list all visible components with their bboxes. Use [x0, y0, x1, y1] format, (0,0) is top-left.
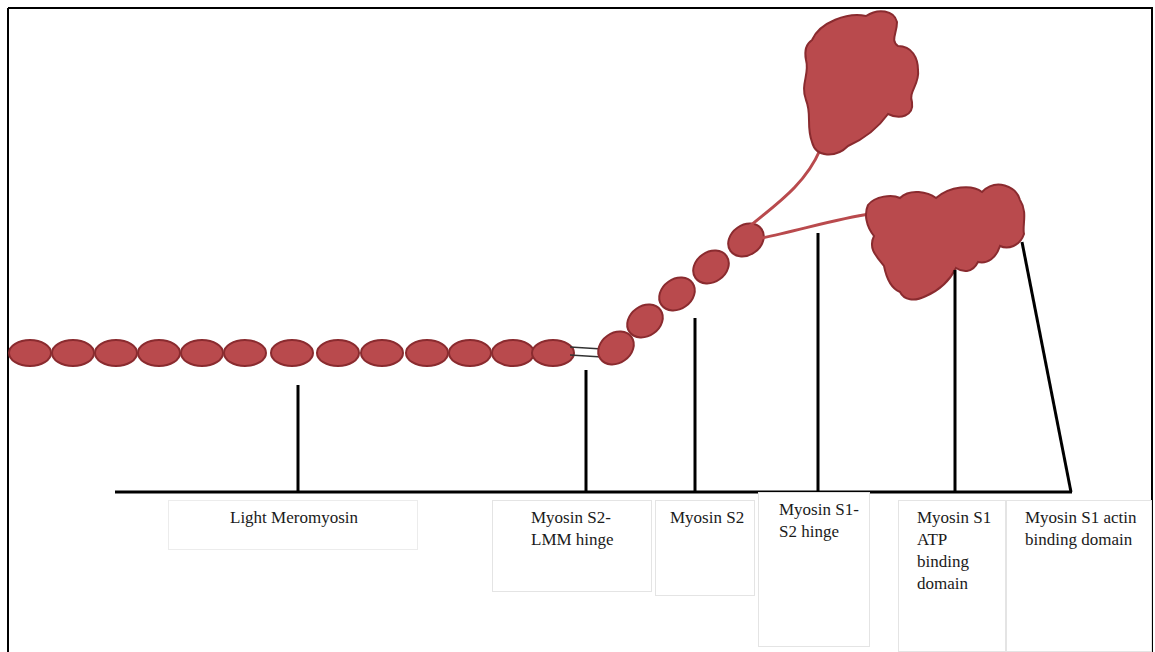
part-label: Myosin S1 ATP binding domain [898, 500, 1006, 652]
label-text: Myosin S2 [670, 507, 748, 529]
coil-bead [9, 340, 51, 366]
part-label: Light Meromyosin [168, 500, 418, 550]
coil-bead [532, 340, 574, 366]
s1-neck [750, 150, 820, 226]
s2-coil [592, 217, 770, 371]
light-meromyosin-coil [9, 340, 574, 366]
hinge-line [570, 355, 602, 357]
part-label: Myosin S2 [655, 500, 755, 596]
frame [7, 8, 9, 652]
coil-bead [52, 340, 94, 366]
myosin-head [866, 185, 1024, 300]
leader-line [954, 270, 957, 492]
coil-bead [317, 340, 359, 366]
label-text: Light Meromyosin [177, 507, 411, 529]
coil-bead [449, 340, 491, 366]
coil-bead [361, 340, 403, 366]
part-label: Myosin S1 actin binding domain [1006, 500, 1152, 652]
coil-bead [406, 340, 448, 366]
hinge-line [570, 347, 602, 349]
frame [8, 8, 1152, 652]
label-text: Myosin S2-LMM hinge [531, 507, 645, 551]
label-text: Myosin S1 actin binding domain [1025, 507, 1145, 551]
coil-bead [181, 340, 223, 366]
coil-bead [271, 340, 313, 366]
axis-line [115, 491, 1072, 494]
label-text: Myosin S1-S2 hinge [779, 499, 863, 543]
leader-line [297, 385, 300, 492]
coil-bead [138, 340, 180, 366]
label-text: Myosin S1 ATP binding domain [917, 507, 999, 595]
part-label: Myosin S1-S2 hinge [758, 492, 870, 647]
coil-bead [492, 340, 534, 366]
leader-line [694, 318, 697, 492]
coil-bead [224, 340, 266, 366]
leader-line [817, 233, 820, 492]
leader-line [585, 370, 588, 492]
s1-neck [762, 214, 870, 238]
myosin-head [804, 11, 918, 154]
part-label: Myosin S2-LMM hinge [492, 500, 652, 592]
leader-line [1022, 242, 1071, 492]
coil-bead [95, 340, 137, 366]
